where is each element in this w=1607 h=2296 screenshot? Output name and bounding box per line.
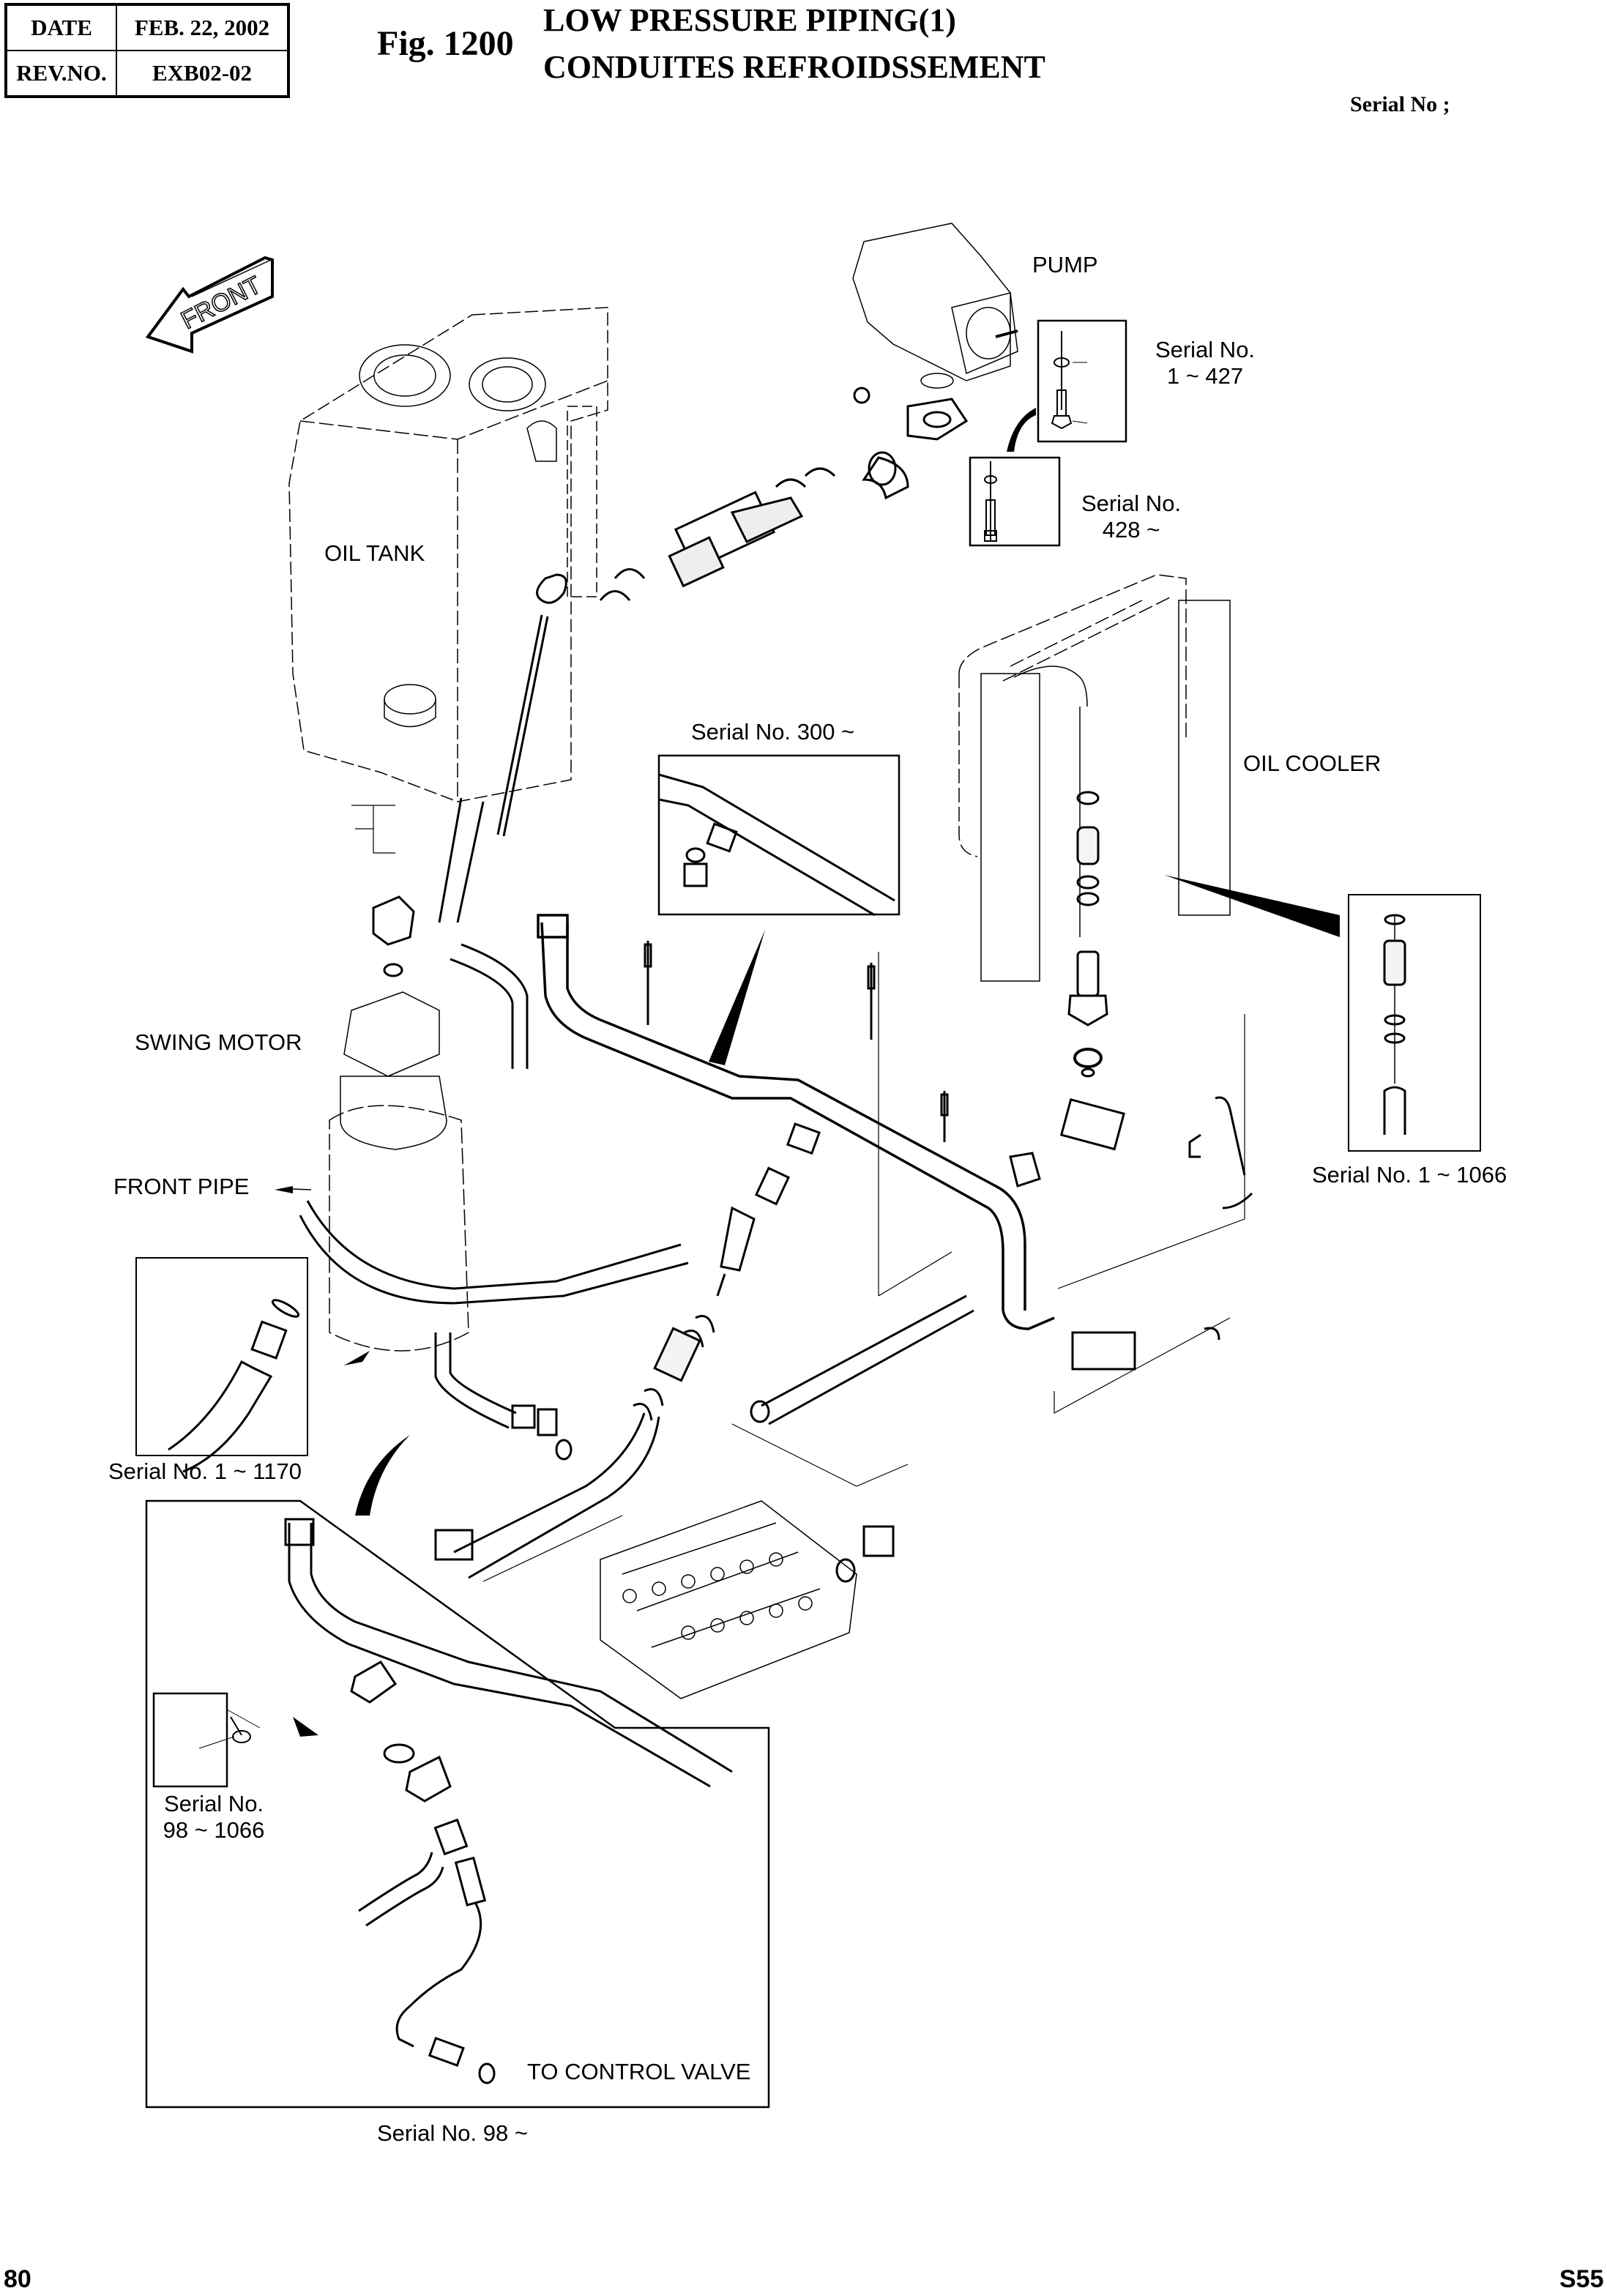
- label-pump: PUMP: [1032, 252, 1098, 277]
- label-oil-tank: OIL TANK: [324, 540, 425, 566]
- brackets-bolts: [644, 941, 1253, 1371]
- model-code: S55: [1559, 2265, 1604, 2293]
- callout-arrow: [1007, 408, 1036, 452]
- cooler-hose-stack: [1067, 791, 1108, 1078]
- pump-hose-assembly: [599, 387, 969, 601]
- return-hose: [750, 1294, 974, 1425]
- pump-drawing: [852, 223, 1018, 389]
- serial-caption-sensor: Serial No. 98 ~ 1066: [155, 1791, 272, 1844]
- label-to-control-valve: TO CONTROL VALVE: [527, 2059, 751, 2084]
- title-english: LOW PRESSURE PIPING(1): [543, 2, 956, 38]
- serial-header: Serial No ;: [1350, 92, 1450, 116]
- label-swing-motor: SWING MOTOR: [135, 1029, 302, 1055]
- serial-caption-front-pipe: Serial No. 1 ~ 1170: [108, 1458, 302, 1484]
- serial-caption-line2: 428 ~: [1102, 517, 1160, 543]
- serial-caption-pipe-fitting: Serial No. 300 ~: [691, 719, 855, 745]
- rev-value: EXB02-02: [116, 50, 289, 97]
- oil-cooler-drawing: [958, 574, 1231, 982]
- serial-caption-control-valve: Serial No. 98 ~: [377, 2120, 528, 2146]
- serial-caption-line2: 1 ~ 427: [1166, 363, 1244, 389]
- oil-tank-drawing: [288, 307, 608, 802]
- swing-motor-drawing: [329, 895, 469, 1352]
- serial-caption-bolt-early: Serial No. 1 ~ 427: [1150, 337, 1260, 390]
- serial-caption-line1: Serial No.: [1155, 337, 1256, 362]
- inset-box-bolt-late: [969, 456, 1061, 547]
- callout-wedge: [1164, 875, 1340, 937]
- serial-caption-line1: Serial No.: [163, 1791, 264, 1816]
- front-pipe-drawing: [275, 1186, 689, 1305]
- callout-wedge: [709, 930, 765, 1065]
- page-number: 80: [4, 2265, 31, 2293]
- rev-label: REV.NO.: [5, 50, 117, 97]
- lower-hose-parts: [434, 1332, 573, 1461]
- inset-box-pipe-fitting: [657, 754, 901, 916]
- inset-box-sensor: [152, 1692, 228, 1788]
- leader-lines: [351, 805, 1245, 1582]
- serial-caption-bolt-late: Serial No. 428 ~: [1076, 491, 1186, 543]
- drain-hose: [438, 797, 529, 1069]
- control-valve-drawing: [600, 1500, 895, 1699]
- front-arrow-icon: FRONT: [145, 256, 274, 354]
- callout-wedge: [355, 1435, 410, 1516]
- dipstick-drawing: [496, 573, 567, 837]
- main-pipe: [537, 914, 1055, 1330]
- figure-number: Fig. 1200: [377, 24, 514, 63]
- inset-box-front-pipe: [135, 1257, 308, 1456]
- label-front-pipe: FRONT PIPE: [113, 1174, 250, 1199]
- title-french: CONDUITES REFROIDSSEMENT: [543, 49, 1045, 85]
- serial-caption-cooler-hose: Serial No. 1 ~ 1066: [1312, 1162, 1507, 1188]
- label-oil-cooler: OIL COOLER: [1243, 750, 1382, 776]
- filter-column: [434, 1122, 821, 1579]
- date-label: DATE: [5, 4, 117, 51]
- date-value: FEB. 22, 2002: [116, 4, 289, 51]
- serial-caption-line2: 98 ~ 1066: [163, 1817, 265, 1843]
- inset-box-bolt-early: [1037, 319, 1127, 443]
- inset-box-control-valve-detail: [145, 1499, 770, 2109]
- serial-caption-line1: Serial No.: [1081, 491, 1182, 516]
- revision-table: DATE FEB. 22, 2002 REV.NO. EXB02-02: [4, 3, 290, 98]
- inset-box-cooler-hose: [1348, 894, 1481, 1152]
